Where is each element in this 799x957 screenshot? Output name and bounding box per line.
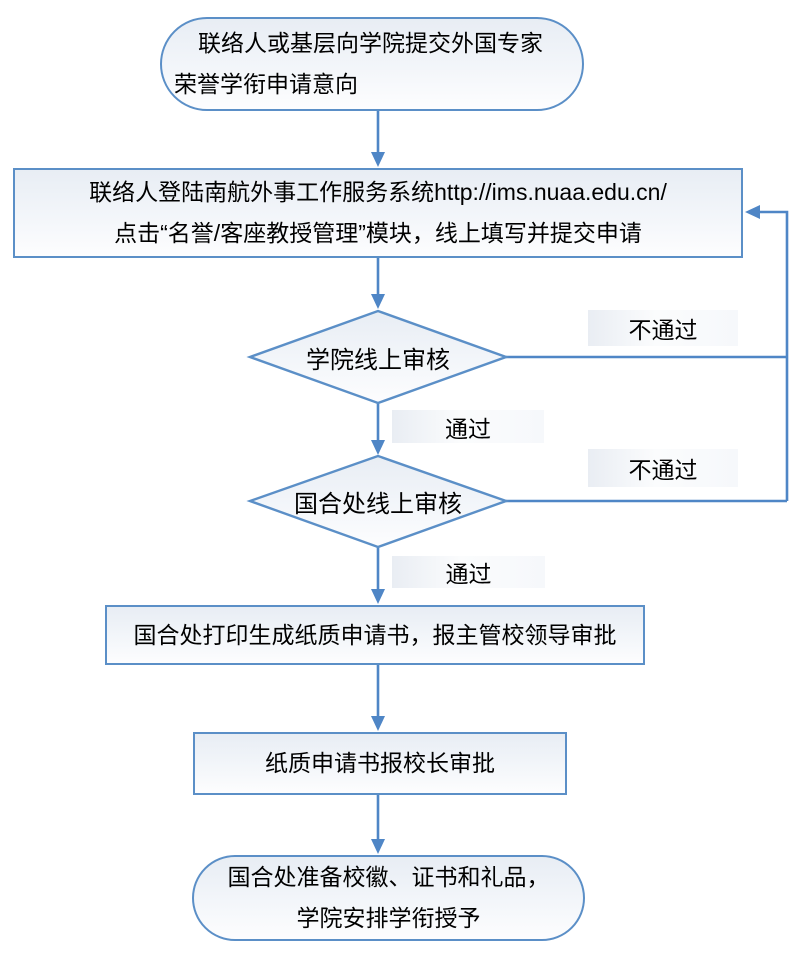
flow-lines: [376, 111, 789, 840]
start-node: 联络人或基层向学院提交外国专家 荣誉学衔申请意向: [160, 17, 584, 111]
president-approval-label: 纸质申请书报校长审批: [265, 750, 495, 776]
login-node-line2: 点击“名誉/客座教授管理”模块，线上填写并提交申请: [114, 220, 642, 246]
arrow-down-to-award-icon: [371, 839, 385, 854]
arrow-down-to-print-icon: [371, 589, 385, 604]
college-review-pass-label: 通过: [392, 410, 544, 443]
print-approval-node: 国合处打印生成纸质申请书，报主管校领导审批: [105, 605, 645, 665]
decision-college-review-shape: [246, 309, 510, 405]
start-node-line2: 荣誉学衔申请意向: [174, 71, 358, 97]
arrow-down-to-intl-review-icon: [371, 440, 385, 455]
intl-review-pass-label: 通过: [392, 556, 545, 588]
arrow-down-to-college-review-icon: [371, 294, 385, 309]
arrow-down-to-president-icon: [371, 716, 385, 731]
print-approval-label: 国合处打印生成纸质申请书，报主管校领导审批: [133, 621, 617, 648]
college-review-fail-label: 不通过: [588, 310, 738, 346]
award-node-line2: 学院安排学衔授予: [296, 905, 481, 931]
award-node-line1: 国合处准备校徽、证书和礼品，: [227, 864, 550, 890]
president-approval-node: 纸质申请书报校长审批: [193, 732, 567, 795]
arrowheads: [371, 152, 760, 854]
start-node-line1: 联络人或基层向学院提交外国专家: [198, 30, 543, 56]
decision-college-review-label: 学院线上审核: [306, 346, 450, 374]
decision-intl-review-shape: [246, 454, 510, 549]
award-node: 国合处准备校徽、证书和礼品， 学院安排学衔授予: [192, 855, 585, 941]
decision-intl-review-label: 国合处线上审核: [294, 490, 462, 518]
arrow-down-to-login-icon: [371, 152, 385, 167]
login-node: 联络人登陆南航外事工作服务系统http://ims.nuaa.edu.cn/ 点…: [13, 168, 743, 258]
login-node-line1: 联络人登陆南航外事工作服务系统http://ims.nuaa.edu.cn/: [89, 179, 667, 205]
intl-review-fail-label: 不通过: [588, 449, 738, 487]
arrow-left-feedback-icon: [745, 205, 760, 219]
